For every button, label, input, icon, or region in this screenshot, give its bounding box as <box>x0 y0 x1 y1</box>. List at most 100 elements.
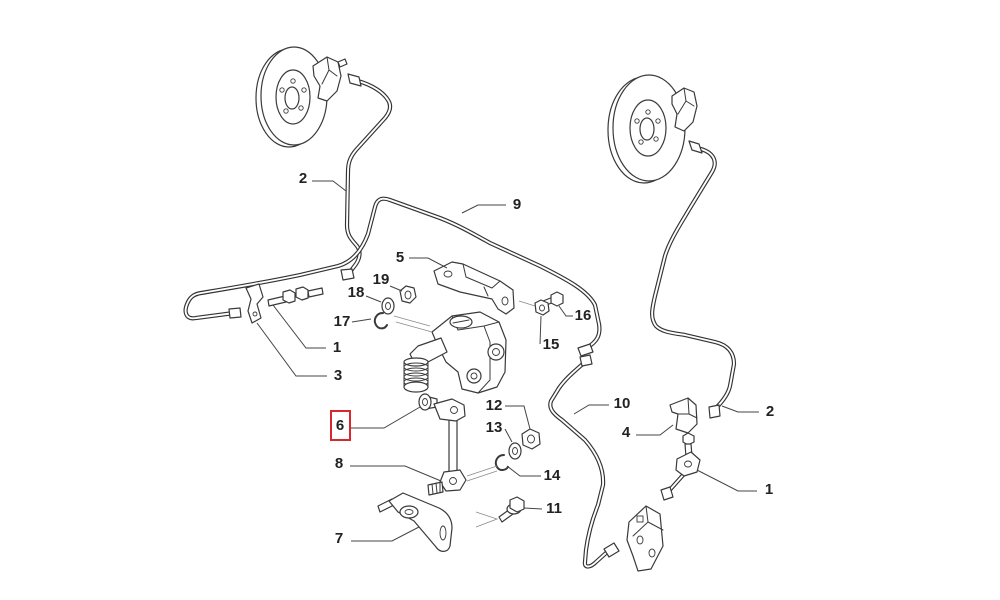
washer-13-bore <box>512 447 518 455</box>
banjo-bore <box>684 460 692 468</box>
nut-19-bore <box>404 290 412 300</box>
bolt-16-head <box>550 291 564 307</box>
clip-14 <box>494 454 509 471</box>
right-brake-caliper <box>671 87 698 132</box>
bolt-hole <box>645 109 651 115</box>
stud-thread <box>431 482 441 495</box>
callout-label: 1 <box>333 339 341 356</box>
pivot-bush-bore <box>422 398 428 406</box>
callout-label: 13 <box>486 419 503 436</box>
highlighted-callout-label: 6 <box>336 417 344 434</box>
leader-line <box>636 424 674 436</box>
leader-line <box>256 322 327 377</box>
callout-label: 10 <box>614 395 631 412</box>
small-fasteners-right <box>534 291 564 316</box>
leader-line <box>696 469 757 492</box>
pivot-bush-6 <box>418 393 438 411</box>
leader-line <box>523 507 543 510</box>
leader-line <box>504 428 513 443</box>
right-caliper-body <box>671 87 698 132</box>
bolt-hole <box>655 118 661 124</box>
assembly-guide-lines <box>393 300 536 528</box>
hose-clip-fold <box>677 397 698 419</box>
fitting-line-10-bottom <box>603 542 620 558</box>
brake-line-10-core <box>549 361 607 568</box>
fitting-line-9-right <box>577 343 594 357</box>
callout-label: 5 <box>396 249 404 266</box>
callout-label: 4 <box>622 424 631 441</box>
leader-line <box>409 257 448 269</box>
bolt-11-head <box>509 496 525 513</box>
callout-label: 15 <box>543 336 560 353</box>
circlip-17 <box>373 312 388 330</box>
callout-label: 7 <box>335 530 343 547</box>
leader-line <box>506 465 541 477</box>
link-rod-bottom-eye-hole <box>449 477 457 485</box>
valve-port-bore <box>492 348 500 356</box>
leader-line <box>721 405 759 413</box>
left-caliper-body <box>312 56 342 102</box>
fitting-front-left-end <box>340 268 355 281</box>
brake-line-9-core <box>184 197 601 348</box>
bolt-hole <box>290 78 296 84</box>
bolt-hole <box>653 136 659 142</box>
washer-18-bore <box>385 302 391 310</box>
pipe-fittings <box>228 73 721 558</box>
valve-mounting-bracket <box>433 261 515 315</box>
bracket-hole <box>501 296 509 306</box>
callout-labels: 2 9 5 19 18 16 17 1 15 3 2 10 12 4 13 8 … <box>299 170 774 547</box>
right-caliper-edge <box>677 87 695 115</box>
lever-bracket-slot <box>439 525 447 541</box>
bolt-hole <box>283 108 289 114</box>
callout-label: 12 <box>486 397 503 414</box>
bolt-hole <box>301 87 307 93</box>
brake-pressure-regulator-valve <box>403 311 507 394</box>
spring-bottom-cap <box>403 381 429 393</box>
fitting-front-right-start <box>688 140 703 154</box>
leader-line-highlighted <box>351 406 421 429</box>
lever-bracket-boss-bore <box>404 509 414 515</box>
assembly-guide-line <box>518 300 536 307</box>
union-hex-nut <box>282 289 296 304</box>
left-brake-caliper <box>312 56 348 102</box>
bolt-11 <box>498 496 525 523</box>
rear-hose-bracket <box>626 505 664 572</box>
left-caliper-edge <box>321 56 338 85</box>
link-rod-top-eye-hole <box>450 406 458 414</box>
callout-label: 17 <box>334 313 351 330</box>
adjuster-screw-slot <box>452 319 470 324</box>
bracket-plate <box>433 261 515 315</box>
fitting-front-right-end <box>708 404 721 419</box>
bracket-hole <box>443 270 453 278</box>
bolt-hole <box>279 87 285 93</box>
leader-line <box>272 304 326 349</box>
hose-end-fitting <box>660 486 674 501</box>
highlight-box <box>330 410 351 441</box>
nut-15-bore <box>539 304 545 312</box>
assembly-guide-line <box>466 465 498 477</box>
link-rod-top-eye <box>433 398 466 422</box>
callout-label: 11 <box>546 500 562 517</box>
fitting-front-left-start <box>347 73 362 87</box>
brake-lines <box>183 78 737 569</box>
leader-line <box>389 285 403 292</box>
link-rod-8 <box>427 398 467 496</box>
assembly-guide-line <box>393 315 431 327</box>
leader-line <box>461 204 506 214</box>
pipe-union-left <box>267 286 324 307</box>
link-rod-threaded-stud <box>427 481 444 496</box>
banjo-fitting-right <box>660 432 701 501</box>
valve-body <box>431 311 507 394</box>
bolt-hole <box>638 139 644 145</box>
rear-bracket-hole <box>648 548 656 558</box>
callout-label: 2 <box>299 170 307 187</box>
pipe-clip-body <box>245 283 264 324</box>
leader-line <box>539 315 542 345</box>
spring-coil <box>403 362 429 372</box>
link-rod-shaft <box>448 418 458 474</box>
assembly-guide-line <box>466 470 498 482</box>
fitting-line-10-top <box>579 354 593 367</box>
leader-line <box>350 465 442 482</box>
callout-label: 8 <box>335 455 343 472</box>
